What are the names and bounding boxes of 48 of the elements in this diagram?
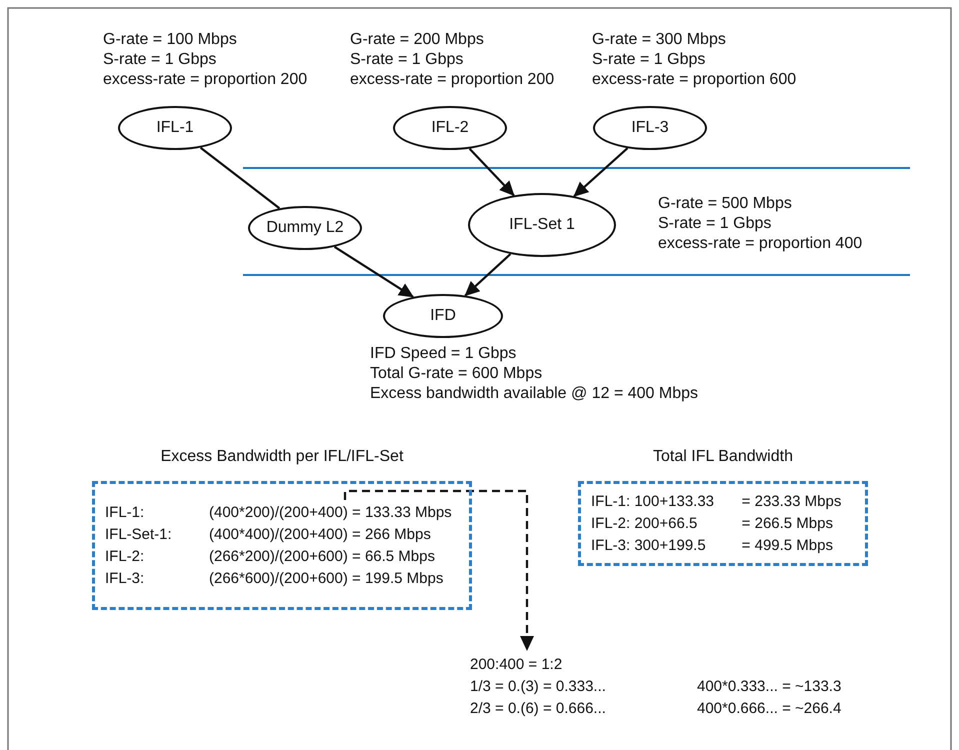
calculation-text: 400*0.333... = ~133.3 (697, 677, 842, 697)
panel-heading: Total IFL Bandwidth (652, 448, 794, 466)
formula-text: (400*400)/(200+400) = 266 Mbps (209, 524, 432, 544)
ratio-text: 200:400 = 1:2 (470, 655, 564, 675)
formula-text: = 499.5 Mbps (742, 536, 834, 556)
rate-annotation: S-rate = 1 Gbps (592, 50, 706, 70)
row-label: IFL-1: (105, 502, 146, 522)
row-label: IFL-3: 300+199.5 (591, 536, 707, 556)
row-label: IFL-2: 200+66.5 (591, 514, 698, 534)
calculation-text: 2/3 = 0.(6) = 0.666... (470, 699, 607, 719)
formula-text: (266*200)/(200+600) = 66.5 Mbps (209, 546, 436, 566)
node-label: IFD (430, 307, 456, 325)
node-label: Dummy L2 (266, 219, 344, 237)
rate-annotation: S-rate = 1 Gbps (103, 50, 216, 70)
rate-annotation: excess-rate = proportion 600 (592, 70, 796, 90)
dashed-panel (578, 481, 868, 566)
node-label: IFL-3 (631, 119, 669, 137)
formula-text: = 233.33 Mbps (742, 492, 842, 512)
arrow (334, 246, 414, 298)
calculation-text: 1/3 = 0.(3) = 0.333... (470, 677, 607, 697)
dashed-arrow (344, 490, 534, 651)
calculation-text: 400*0.666... = ~266.4 (697, 699, 842, 719)
row-label: IFL-Set-1: (105, 524, 173, 544)
rate-annotation: S-rate = 1 Gbps (658, 214, 772, 234)
node-label: IFL-2 (431, 119, 469, 137)
rate-annotation: G-rate = 100 Mbps (103, 30, 237, 50)
rate-annotation: Excess bandwidth available @ 12 = 400 Mbps (370, 384, 698, 404)
node-label: IFL-Set 1 (509, 216, 575, 234)
formula-text: (266*600)/(200+600) = 199.5 Mbps (209, 568, 444, 588)
rate-annotation: G-rate = 500 Mbps (658, 194, 792, 214)
rate-annotation: excess-rate = proportion 400 (658, 234, 862, 254)
row-label: IFL-3: (105, 568, 146, 588)
formula-text: = 266.5 Mbps (742, 514, 834, 534)
node-label: IFL-1 (156, 119, 194, 137)
formula-text: (400*200)/(200+400) = 133.33 Mbps (209, 502, 453, 522)
panel-heading: Excess Bandwidth per IFL/IFL-Set (160, 448, 404, 466)
rate-annotation: excess-rate = proportion 200 (103, 70, 308, 90)
rate-annotation: G-rate = 200 Mbps (350, 30, 484, 50)
row-label: IFL-2: (105, 546, 146, 566)
rate-annotation: excess-rate = proportion 200 (350, 70, 554, 90)
rate-annotation: Total G-rate = 600 Mbps (370, 364, 542, 384)
arrow (464, 253, 512, 296)
rate-annotation: G-rate = 300 Mbps (592, 30, 726, 50)
arrow (573, 147, 628, 198)
rate-annotation: IFD Speed = 1 Gbps (370, 344, 516, 364)
rate-annotation: S-rate = 1 Gbps (350, 50, 464, 70)
dashed-panel (92, 481, 472, 610)
row-label: IFL-1: 100+133.33 (591, 492, 716, 512)
